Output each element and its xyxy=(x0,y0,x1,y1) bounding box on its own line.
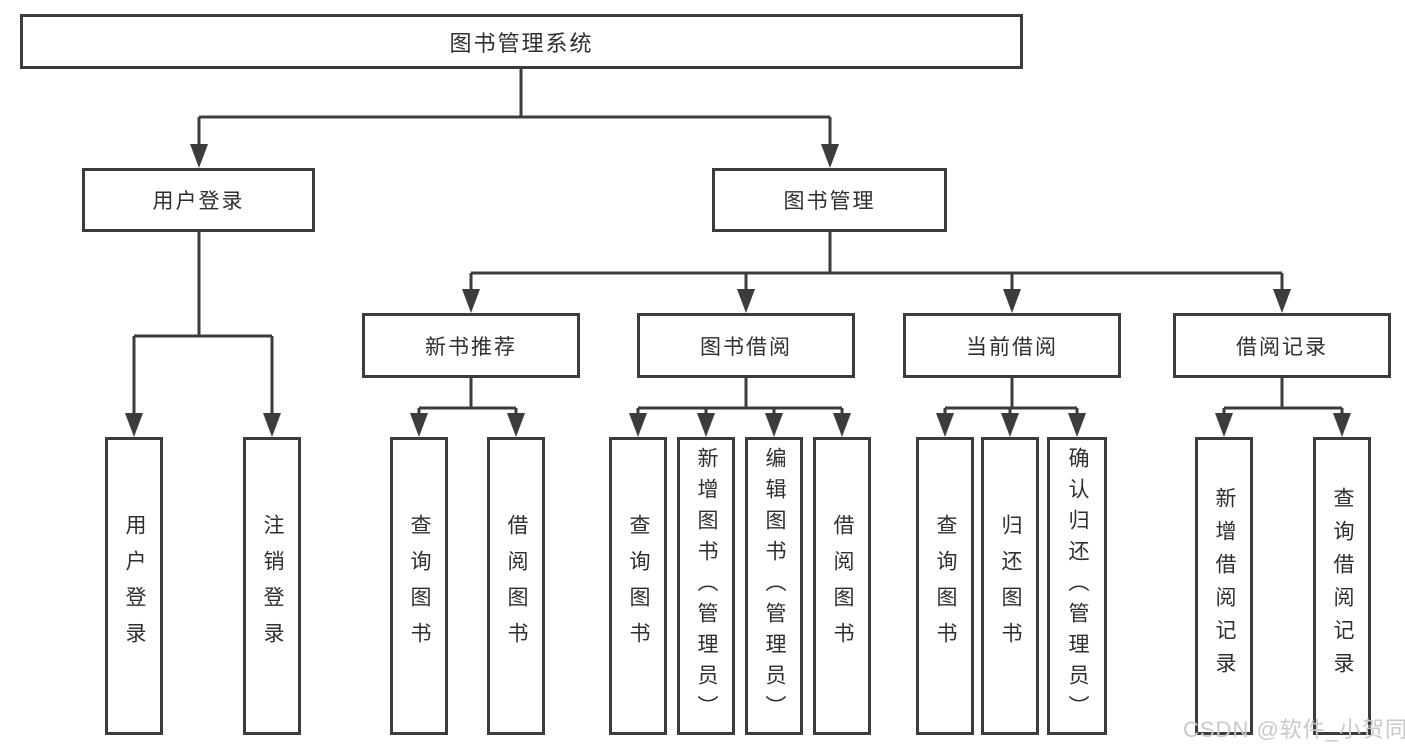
arrowhead xyxy=(410,413,428,437)
leaf-br-add-record: 新增借阅记录 xyxy=(1195,437,1253,735)
node-user-login: 用户登录 xyxy=(82,168,315,232)
arrowhead xyxy=(1001,413,1019,437)
connector-bookborrow-to-leaves xyxy=(636,378,844,420)
leaf-nb-borrow-books: 借阅图书 xyxy=(487,437,545,735)
leaf-bb-borrow-books: 借阅图书 xyxy=(813,437,871,735)
leaf-bb-borrow-books-label: 借阅图书 xyxy=(831,514,854,658)
leaf-bb-add-books-admin-label: 新增图书（管理员） xyxy=(695,446,718,726)
node-new-book-recommend-label: 新书推荐 xyxy=(425,335,517,359)
arrowhead xyxy=(697,413,715,437)
node-book-borrowing-label: 图书借阅 xyxy=(700,335,792,359)
arrowhead xyxy=(1003,289,1021,313)
leaf-br-add-record-label: 新增借阅记录 xyxy=(1213,487,1236,685)
leaf-cb-return-books: 归还图书 xyxy=(981,437,1039,735)
leaf-bb-edit-books-admin-label: 编辑图书（管理员） xyxy=(763,446,786,726)
node-user-login-label: 用户登录 xyxy=(152,190,245,213)
arrowhead xyxy=(1215,413,1233,437)
arrowhead xyxy=(629,413,647,437)
arrowhead xyxy=(263,413,281,437)
leaf-bb-add-books-admin: 新增图书（管理员） xyxy=(677,437,735,735)
leaf-nb-query-books-label: 查询图书 xyxy=(408,514,431,658)
arrowhead xyxy=(1273,289,1291,313)
leaf-nb-borrow-books-label: 借阅图书 xyxy=(505,514,528,658)
leaf-cb-confirm-return-admin-label: 确认归还（管理员） xyxy=(1066,446,1089,726)
arrowhead xyxy=(833,413,851,437)
connectors-group xyxy=(125,69,1351,437)
arrowhead xyxy=(190,144,208,168)
connector-bookmgmt-to-level2 xyxy=(469,232,1284,295)
leaf-cb-confirm-return-admin: 确认归还（管理员） xyxy=(1047,437,1107,735)
leaf-cb-query-books-label: 查询图书 xyxy=(934,514,957,658)
arrowhead xyxy=(507,413,525,437)
arrowhead xyxy=(936,413,954,437)
node-book-borrowing: 图书借阅 xyxy=(637,313,855,378)
node-current-borrowing: 当前借阅 xyxy=(903,313,1121,378)
arrowhead xyxy=(765,413,783,437)
leaf-bb-query-books: 查询图书 xyxy=(609,437,667,735)
leaf-user-login: 用户登录 xyxy=(105,437,163,735)
leaf-logout-label: 注销登录 xyxy=(261,514,284,658)
leaf-cb-return-books-label: 归还图书 xyxy=(999,514,1022,658)
arrowhead xyxy=(1333,413,1351,437)
leaf-bb-query-books-label: 查询图书 xyxy=(627,514,650,658)
connector-newbooks-to-leaves xyxy=(417,378,518,420)
node-new-book-recommend: 新书推荐 xyxy=(362,313,580,378)
node-current-borrowing-label: 当前借阅 xyxy=(966,335,1058,359)
leaf-br-query-record-label: 查询借阅记录 xyxy=(1331,487,1354,685)
connector-root-to-level1 xyxy=(197,69,832,150)
connector-borrowrecords-to-leaves xyxy=(1222,378,1344,420)
arrowhead xyxy=(737,289,755,313)
leaf-cb-query-books: 查询图书 xyxy=(916,437,974,735)
node-book-management: 图书管理 xyxy=(712,168,947,232)
node-book-management-label: 图书管理 xyxy=(783,190,876,213)
leaf-br-query-record: 查询借阅记录 xyxy=(1313,437,1371,735)
node-borrowing-records: 借阅记录 xyxy=(1173,313,1391,378)
leaf-nb-query-books: 查询图书 xyxy=(390,437,448,735)
leaf-bb-edit-books-admin: 编辑图书（管理员） xyxy=(745,437,803,735)
arrowhead xyxy=(462,289,480,313)
arrowhead xyxy=(1068,413,1086,437)
node-library-management-system: 图书管理系统 xyxy=(20,14,1023,69)
node-borrowing-records-label: 借阅记录 xyxy=(1236,335,1328,359)
arrowhead xyxy=(821,144,839,168)
node-library-management-system-label: 图书管理系统 xyxy=(449,30,594,56)
csdn-watermark: CSDN @软件_小贺同学 xyxy=(1183,717,1405,742)
connector-userlogin-to-leaves xyxy=(132,232,274,420)
leaf-logout: 注销登录 xyxy=(243,437,301,735)
leaf-user-login-label: 用户登录 xyxy=(123,514,146,658)
arrowhead xyxy=(125,413,143,437)
